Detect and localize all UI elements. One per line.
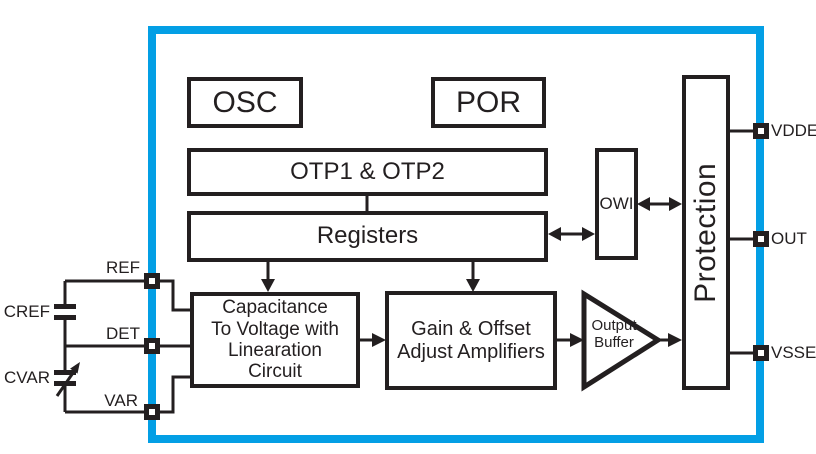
output-buffer-triangle bbox=[581, 289, 663, 392]
owi-protection-arrow bbox=[637, 197, 682, 211]
pin-squares bbox=[144, 123, 769, 420]
internal-wires bbox=[261, 129, 753, 355]
block-otp: OTP1 & OTP2 bbox=[187, 148, 548, 196]
block-owi-label: OWI bbox=[599, 194, 634, 214]
pin-label-vdde: VDDE bbox=[771, 121, 816, 140]
vsse-pin-square bbox=[753, 345, 769, 361]
vdde-pin-square bbox=[753, 123, 769, 139]
pin-label-out: OUT bbox=[771, 229, 807, 248]
block-otp-label: OTP1 & OTP2 bbox=[290, 157, 445, 185]
block-registers: Registers bbox=[187, 211, 548, 262]
block-gain-offset-label: Gain & Offset Adjust Amplifiers bbox=[397, 318, 545, 363]
block-protection-label: Protection bbox=[689, 162, 723, 303]
block-protection: Protection bbox=[682, 75, 730, 390]
pin-label-ref: REF bbox=[106, 258, 140, 277]
registers-owi-arrow bbox=[548, 227, 595, 241]
var-pin-square bbox=[144, 404, 160, 420]
cvar-arrow-shaft bbox=[55, 369, 77, 397]
block-owi: OWI bbox=[595, 148, 638, 260]
external-wiring bbox=[54, 279, 191, 414]
out-pin-square bbox=[753, 231, 769, 247]
block-osc-label: OSC bbox=[212, 85, 278, 119]
cvar-capacitor-icon bbox=[54, 362, 80, 397]
pin-label-var: VAR bbox=[104, 391, 138, 410]
cap-label-cvar: CVAR bbox=[4, 368, 50, 387]
block-osc: OSC bbox=[187, 77, 303, 128]
block-por: POR bbox=[431, 77, 546, 128]
block-gain-offset: Gain & Offset Adjust Amplifiers bbox=[385, 291, 557, 390]
ref-wire bbox=[65, 279, 191, 312]
ref-pin-square bbox=[144, 273, 160, 289]
pin-label-det: DET bbox=[106, 324, 140, 343]
block-registers-label: Registers bbox=[316, 222, 419, 250]
block-por-label: POR bbox=[455, 85, 521, 119]
pin-label-vsse: VSSE bbox=[771, 343, 816, 362]
block-cap-to-voltage-label: Capacitance To Voltage with Linearation … bbox=[211, 297, 339, 383]
output-buffer-label: Output Buffer bbox=[591, 317, 637, 352]
cref-capacitor-icon bbox=[54, 304, 76, 320]
cvar-arrow-head bbox=[70, 362, 80, 374]
cap-label-cref: CREF bbox=[3, 302, 50, 321]
det-pin-square bbox=[144, 338, 160, 354]
block-cap-to-voltage: Capacitance To Voltage with Linearation … bbox=[190, 292, 360, 388]
var-wire bbox=[65, 375, 191, 414]
